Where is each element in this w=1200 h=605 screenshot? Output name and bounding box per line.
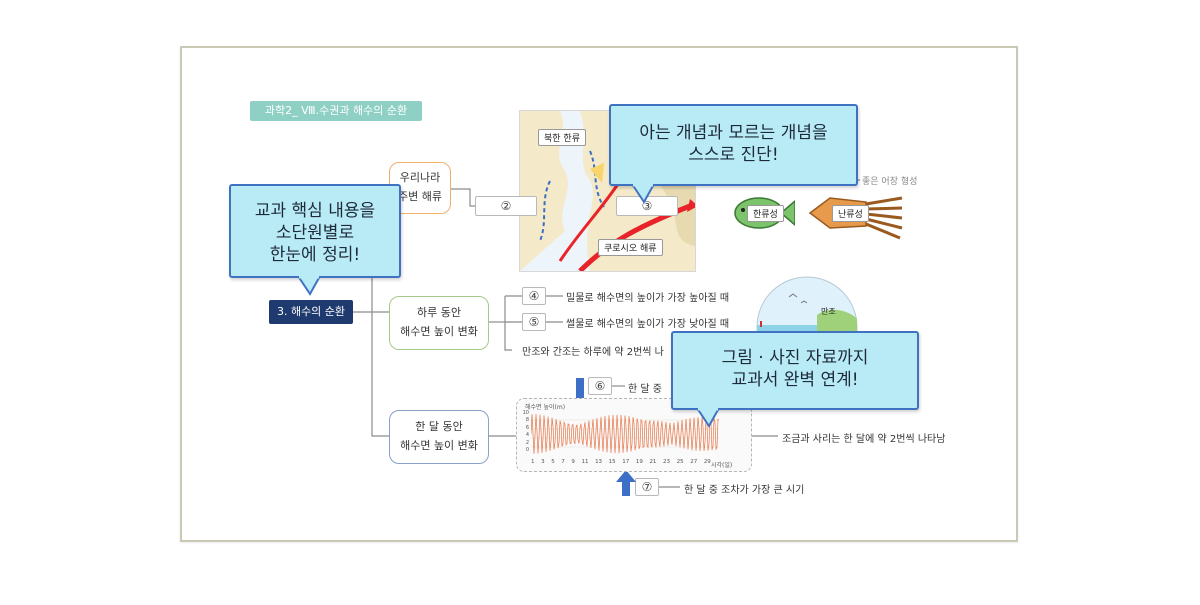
callout-right-line2: 교과서 완벽 연계! bbox=[731, 370, 859, 390]
chart-y-label: 해수면 높이(m) bbox=[525, 404, 566, 411]
x-tick: 13 bbox=[595, 459, 603, 465]
y-tick: 6 bbox=[525, 424, 529, 431]
warm-water-squid: 난류성 bbox=[808, 192, 904, 244]
tide-illustration-drawing bbox=[756, 276, 858, 333]
chart-x-label: 시각(일) bbox=[711, 462, 733, 469]
branch-month-line2: 해수면 높이 변화 bbox=[400, 439, 478, 452]
x-tick: 5 bbox=[551, 459, 555, 465]
x-tick: 11 bbox=[581, 459, 589, 465]
tide-line bbox=[531, 413, 719, 454]
fishing-ground-note: 좋은 어장 형성 bbox=[862, 177, 918, 187]
x-tick: 25 bbox=[676, 459, 684, 465]
chapter-label: 과학2_ Ⅷ.수권과 해수의 순환 bbox=[250, 101, 422, 121]
blank-7: ⑦ bbox=[635, 478, 659, 496]
y-tick: 8 bbox=[525, 417, 529, 424]
y-tick: 2 bbox=[525, 439, 529, 446]
x-tick: 3 bbox=[541, 459, 545, 465]
tide-illustration: 만조 bbox=[755, 275, 859, 333]
y-tick: 10 bbox=[522, 410, 529, 416]
cold-water-fish: 한류성 bbox=[733, 193, 796, 233]
x-tick: 27 bbox=[690, 459, 698, 465]
branch-day-node: 하루 동안 해수면 높이 변화 bbox=[389, 296, 489, 350]
month-item-7: 한 달 중 조차가 가장 큰 시기 bbox=[684, 485, 805, 496]
blank-2: ② bbox=[475, 196, 537, 216]
blank-5: ⑤ bbox=[522, 313, 546, 331]
day-item-tide-frequency: 만조와 간조는 하루에 약 2번씩 나 bbox=[522, 347, 664, 358]
callout-textbook-link: 그림 · 사진 자료까지 교과서 완벽 연계! bbox=[671, 331, 919, 410]
branch-currents-line2: 주변 해류 bbox=[398, 190, 442, 203]
x-tick: 21 bbox=[649, 459, 657, 465]
illustration-label: 만조 bbox=[821, 307, 836, 316]
map-label-north: 북한 한류 bbox=[538, 129, 586, 146]
x-tick: 19 bbox=[635, 459, 643, 465]
tide-wave-plot bbox=[531, 413, 719, 454]
x-tick: 15 bbox=[608, 459, 616, 465]
up-arrow-icon bbox=[616, 470, 636, 496]
x-tick: 7 bbox=[561, 459, 565, 465]
callout-core-summary: 교과 핵심 내용을 소단원별로 한눈에 정리! bbox=[229, 184, 401, 278]
day-item-low-tide: 썰물로 해수면의 높이가 가장 낮아질 때 bbox=[566, 319, 730, 330]
callout-top-line1: 아는 개념과 모르는 개념을 bbox=[639, 123, 828, 143]
x-tick: 23 bbox=[663, 459, 671, 465]
y-tick: 4 bbox=[525, 432, 529, 439]
callout-top-line2: 스스로 진단! bbox=[688, 145, 779, 165]
chart-y-ticks: 10 8 6 4 2 0 bbox=[521, 410, 529, 454]
blank-6: ⑥ bbox=[588, 377, 612, 395]
warm-fish-label: 난류성 bbox=[832, 205, 869, 222]
x-tick: 17 bbox=[622, 459, 630, 465]
branch-day-line1: 하루 동안 bbox=[417, 306, 461, 319]
x-tick: 29 bbox=[703, 459, 711, 465]
callout-left-tail bbox=[298, 276, 322, 296]
month-item-spring-neap: 조금과 사리는 한 달에 약 2번씩 나타남 bbox=[782, 434, 946, 445]
month-item-6: 한 달 중 bbox=[628, 384, 662, 395]
x-tick: 1 bbox=[531, 459, 535, 465]
cold-fish-label: 한류성 bbox=[747, 205, 784, 222]
callout-right-tail bbox=[697, 408, 721, 428]
callout-self-diagnosis: 아는 개념과 모르는 개념을 스스로 진단! bbox=[609, 104, 858, 186]
callout-left-line1: 교과 핵심 내용을 bbox=[254, 201, 376, 221]
branch-month-node: 한 달 동안 해수면 높이 변화 bbox=[389, 410, 489, 464]
callout-top-tail bbox=[632, 184, 656, 204]
callout-left-line3: 한눈에 정리! bbox=[269, 245, 361, 265]
root-node: 3. 해수의 순환 bbox=[269, 300, 353, 324]
y-tick: 0 bbox=[525, 447, 529, 454]
callout-left-line2: 소단원별로 bbox=[275, 223, 355, 243]
blank-4: ④ bbox=[522, 287, 546, 305]
x-tick: 9 bbox=[571, 459, 575, 465]
branch-day-line2: 해수면 높이 변화 bbox=[400, 325, 478, 338]
branch-currents-line1: 우리나라 bbox=[399, 171, 441, 184]
chart-x-ticks: 1 3 5 7 9 11 13 15 17 19 21 23 25 27 29 bbox=[531, 459, 711, 465]
callout-right-line1: 그림 · 사진 자료까지 bbox=[721, 348, 869, 368]
day-item-high-tide: 밀물로 해수면의 높이가 가장 높아질 때 bbox=[566, 293, 730, 304]
map-label-kuroshio: 쿠로시오 해류 bbox=[598, 239, 663, 256]
branch-month-line1: 한 달 동안 bbox=[415, 420, 463, 433]
